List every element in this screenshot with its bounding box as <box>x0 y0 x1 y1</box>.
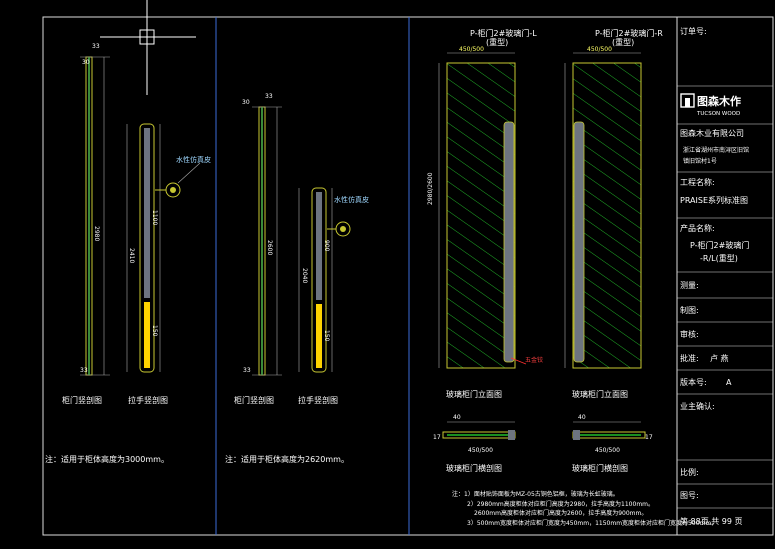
cross-section-right: 40 17 450/500 <box>572 414 653 454</box>
mid-dim-low: 150 <box>323 330 330 342</box>
right-note-3: 2600mm高度柜体对应柜门高度为2600，拉手高度为900mm。 <box>474 509 647 517</box>
cross-left-dim-c: 450/500 <box>468 447 493 454</box>
right-note-2: 2）2980mm高度柜体对应柜门高度为2980，拉手高度为1100mm。 <box>467 500 654 508</box>
project-label: 工程名称: <box>680 177 715 187</box>
logo-en: TUCSON WOOD <box>696 111 740 117</box>
door-left-title: P-柜门2#玻璃门-L <box>470 28 537 38</box>
left-dim-low: 150 <box>151 325 158 337</box>
drawing-border <box>42 16 774 536</box>
mid-dim-mid: 2040 <box>301 268 308 283</box>
left-dim-top-a: 30 <box>82 59 90 66</box>
product-value-1: P-柜门2#玻璃门 <box>690 240 749 250</box>
logo-cn: 图森木作 <box>697 94 741 108</box>
product-label: 产品名称: <box>680 223 715 233</box>
company-address-1: 浙江省湖州市南浔区旧馆 <box>683 146 749 154</box>
version-label: 版本号: <box>680 377 707 387</box>
mid-handle-label: 拉手竖剖图 <box>298 395 338 405</box>
left-dim-bottom: 33 <box>80 367 88 374</box>
mid-dim-seg: 900 <box>323 240 330 252</box>
elevation-left-label: 玻璃柜门立面图 <box>446 389 502 399</box>
hinge-label: 五金铰 <box>525 356 543 364</box>
cross-left-dim-a: 40 <box>453 414 461 421</box>
left-handle-label: 拉手竖剖图 <box>128 395 168 405</box>
title-block <box>677 85 773 509</box>
left-dim-mid: 2410 <box>128 248 135 263</box>
owner-confirm-label: 业主确认: <box>680 401 715 411</box>
product-value-2: -R/L(重型) <box>700 253 738 263</box>
door-right-width-dim: 450/500 <box>587 46 612 53</box>
door-left-elevation: 450/500 2980/2600 P-柜门2#玻璃门-L (重型) 五金铰 <box>427 28 543 369</box>
crosshair-cursor <box>100 0 196 95</box>
middle-handle-section: 水性仿真皮 2040 900 150 <box>298 187 369 373</box>
cross-left-dim-b: 17 <box>433 434 441 441</box>
elevation-right-label: 玻璃柜门立面图 <box>572 389 628 399</box>
mid-note: 注：适用于柜体高度为2620mm。 <box>225 454 349 464</box>
survey-label: 测量: <box>680 281 699 290</box>
door-right-elevation: 450/500 P-柜门2#玻璃门-R (重型) <box>564 28 663 369</box>
mid-dim-top-a: 30 <box>242 99 250 106</box>
left-cabinet-label: 柜门竖剖图 <box>62 395 102 405</box>
left-dim-seg: 1100 <box>151 210 158 225</box>
drawing-no-label: 图号: <box>680 491 699 500</box>
cross-right-label: 玻璃柜门横剖图 <box>572 463 628 473</box>
version-value: A <box>726 378 732 387</box>
page-number: 第 88页,共 99 页 <box>680 516 743 526</box>
door-right-title: P-柜门2#玻璃门-R <box>595 28 663 38</box>
company-name: 图森木业有限公司 <box>680 128 744 138</box>
project-value: PRAISE系列标准图 <box>680 195 748 205</box>
middle-cabinet-section: 30 33 2600 33 <box>242 93 282 376</box>
left-dim-top-b: 33 <box>92 43 100 50</box>
mid-cabinet-label: 柜门竖剖图 <box>234 395 274 405</box>
door-left-sub: (重型) <box>486 37 508 47</box>
left-dim-total: 2980 <box>93 226 100 241</box>
cross-right-dim-b: 17 <box>645 434 653 441</box>
approve-label: 批准: <box>680 353 699 363</box>
right-note-4: 3）500mm宽度柜体对应柜门宽度为450mm，1150mm宽度柜体对应柜门宽度… <box>467 519 717 527</box>
review-label: 审核: <box>680 329 699 339</box>
mid-dim-top-b: 33 <box>265 93 273 100</box>
door-left-height-dim: 2980/2600 <box>427 172 434 205</box>
cross-right-dim-c: 450/500 <box>595 447 620 454</box>
left-leather-label: 水性仿真皮 <box>176 155 211 164</box>
approve-value: 卢 燕 <box>710 353 729 363</box>
cross-left-label: 玻璃柜门横剖图 <box>446 463 502 473</box>
scale-label: 比例: <box>680 467 699 477</box>
mid-leather-label: 水性仿真皮 <box>334 195 369 204</box>
mid-dim-bottom: 33 <box>243 367 251 374</box>
mid-dim-total: 2600 <box>266 240 273 255</box>
order-no-label: 订单号: <box>680 26 707 36</box>
cross-section-left: 40 17 450/500 <box>433 414 516 454</box>
right-note-1: 注：1）面材贴饰面板为MZ-05古铜色铝框，玻璃为长虹玻璃。 <box>452 490 619 498</box>
company-address-2: 镇旧馆村1号 <box>683 157 717 165</box>
left-cabinet-section: 30 33 2980 33 <box>80 43 110 376</box>
door-left-width-dim: 450/500 <box>459 46 484 53</box>
left-note: 注：适用于柜体高度为3000mm。 <box>45 454 169 464</box>
door-right-sub: (重型) <box>612 37 634 47</box>
cross-right-dim-a: 40 <box>578 414 586 421</box>
left-handle-section: 水性仿真皮 2410 1100 150 <box>126 123 211 373</box>
brand-logo: 图森木作 TUCSON WOOD <box>680 93 741 117</box>
draw-label: 制图: <box>680 305 699 315</box>
